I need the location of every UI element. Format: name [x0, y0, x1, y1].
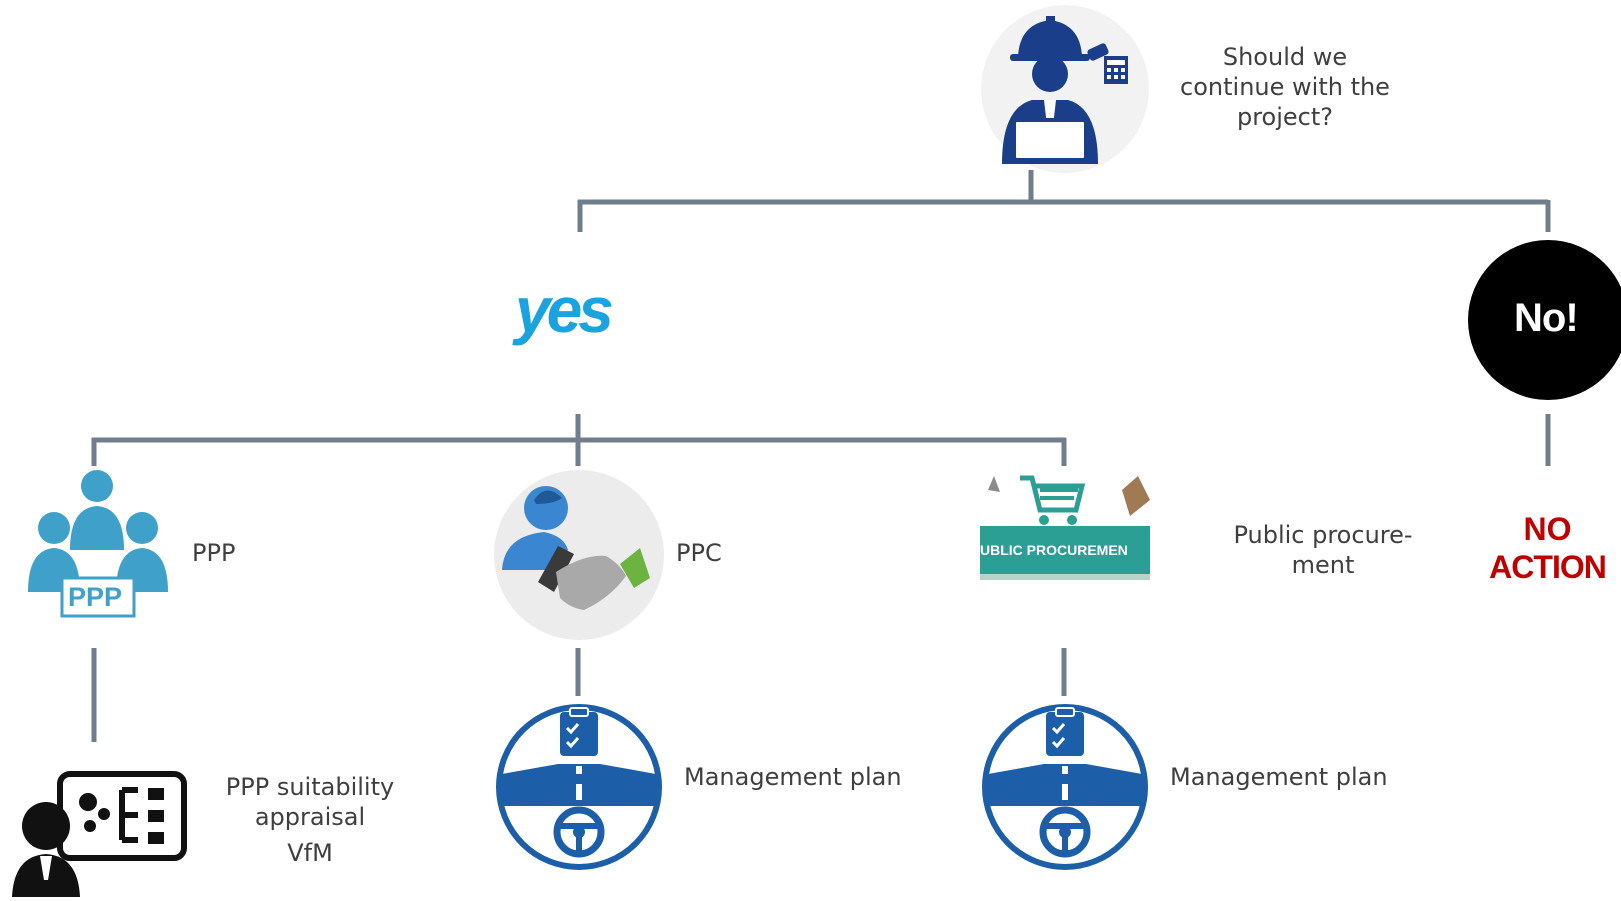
vfm-text: VfM	[287, 839, 333, 867]
presentation-gears-icon	[12, 771, 187, 897]
question-line-1: Should we	[1222, 43, 1348, 71]
yes-logo: yes	[515, 278, 645, 358]
ppp-label: PPP	[192, 539, 236, 567]
no-action-result: NO ACTION	[1474, 510, 1621, 586]
public-procurement-node: UBLIC PROCUREMEN	[980, 470, 1150, 600]
management-plan-steering-icon	[982, 704, 1148, 870]
yes-logo-text: yes	[515, 274, 614, 346]
no-action-line-2: ACTION	[1489, 549, 1607, 585]
no-action-line-1: NO	[1523, 511, 1572, 547]
no-circle-text: No!	[1514, 296, 1579, 340]
no-node: No!	[1468, 240, 1621, 400]
engineer-node	[980, 4, 1150, 174]
handshake-icon	[494, 470, 664, 640]
engineer-calculator-icon	[981, 5, 1149, 173]
management-plan-node-ppc	[496, 704, 662, 870]
ppc-label: PPC	[676, 539, 722, 567]
question-text: Should we continue with the project?	[1160, 42, 1410, 132]
management-plan-label-procurement: Management plan	[1170, 763, 1388, 791]
ppp-node: PPP	[24, 470, 174, 640]
ppp-suitability-node	[10, 768, 187, 897]
management-plan-label-ppc: Management plan	[684, 763, 902, 791]
management-plan-node-procurement	[982, 704, 1148, 870]
people-group-ppp-icon	[28, 470, 168, 618]
public-procurement-cart-icon	[980, 470, 1150, 600]
management-plan-steering-icon	[496, 704, 662, 870]
public-procurement-label: Public procure- ment	[1208, 520, 1438, 580]
ppp-suitability-line-1: PPP suitability	[225, 773, 395, 801]
question-line-3: project?	[1236, 103, 1334, 131]
public-procurement-line-1: Public procure-	[1233, 521, 1413, 549]
procurement-banner-text: UBLIC PROCUREMEN	[980, 542, 1128, 558]
public-procurement-line-2: ment	[1291, 551, 1355, 579]
ppp-badge-text: PPP	[68, 582, 123, 612]
ppp-suitability-label: PPP suitability appraisal VfM	[200, 772, 420, 868]
no-circle-icon	[1468, 240, 1621, 400]
ppc-node	[494, 470, 664, 640]
question-line-2: continue with the	[1180, 73, 1390, 101]
ppp-suitability-line-2: appraisal	[254, 803, 366, 831]
